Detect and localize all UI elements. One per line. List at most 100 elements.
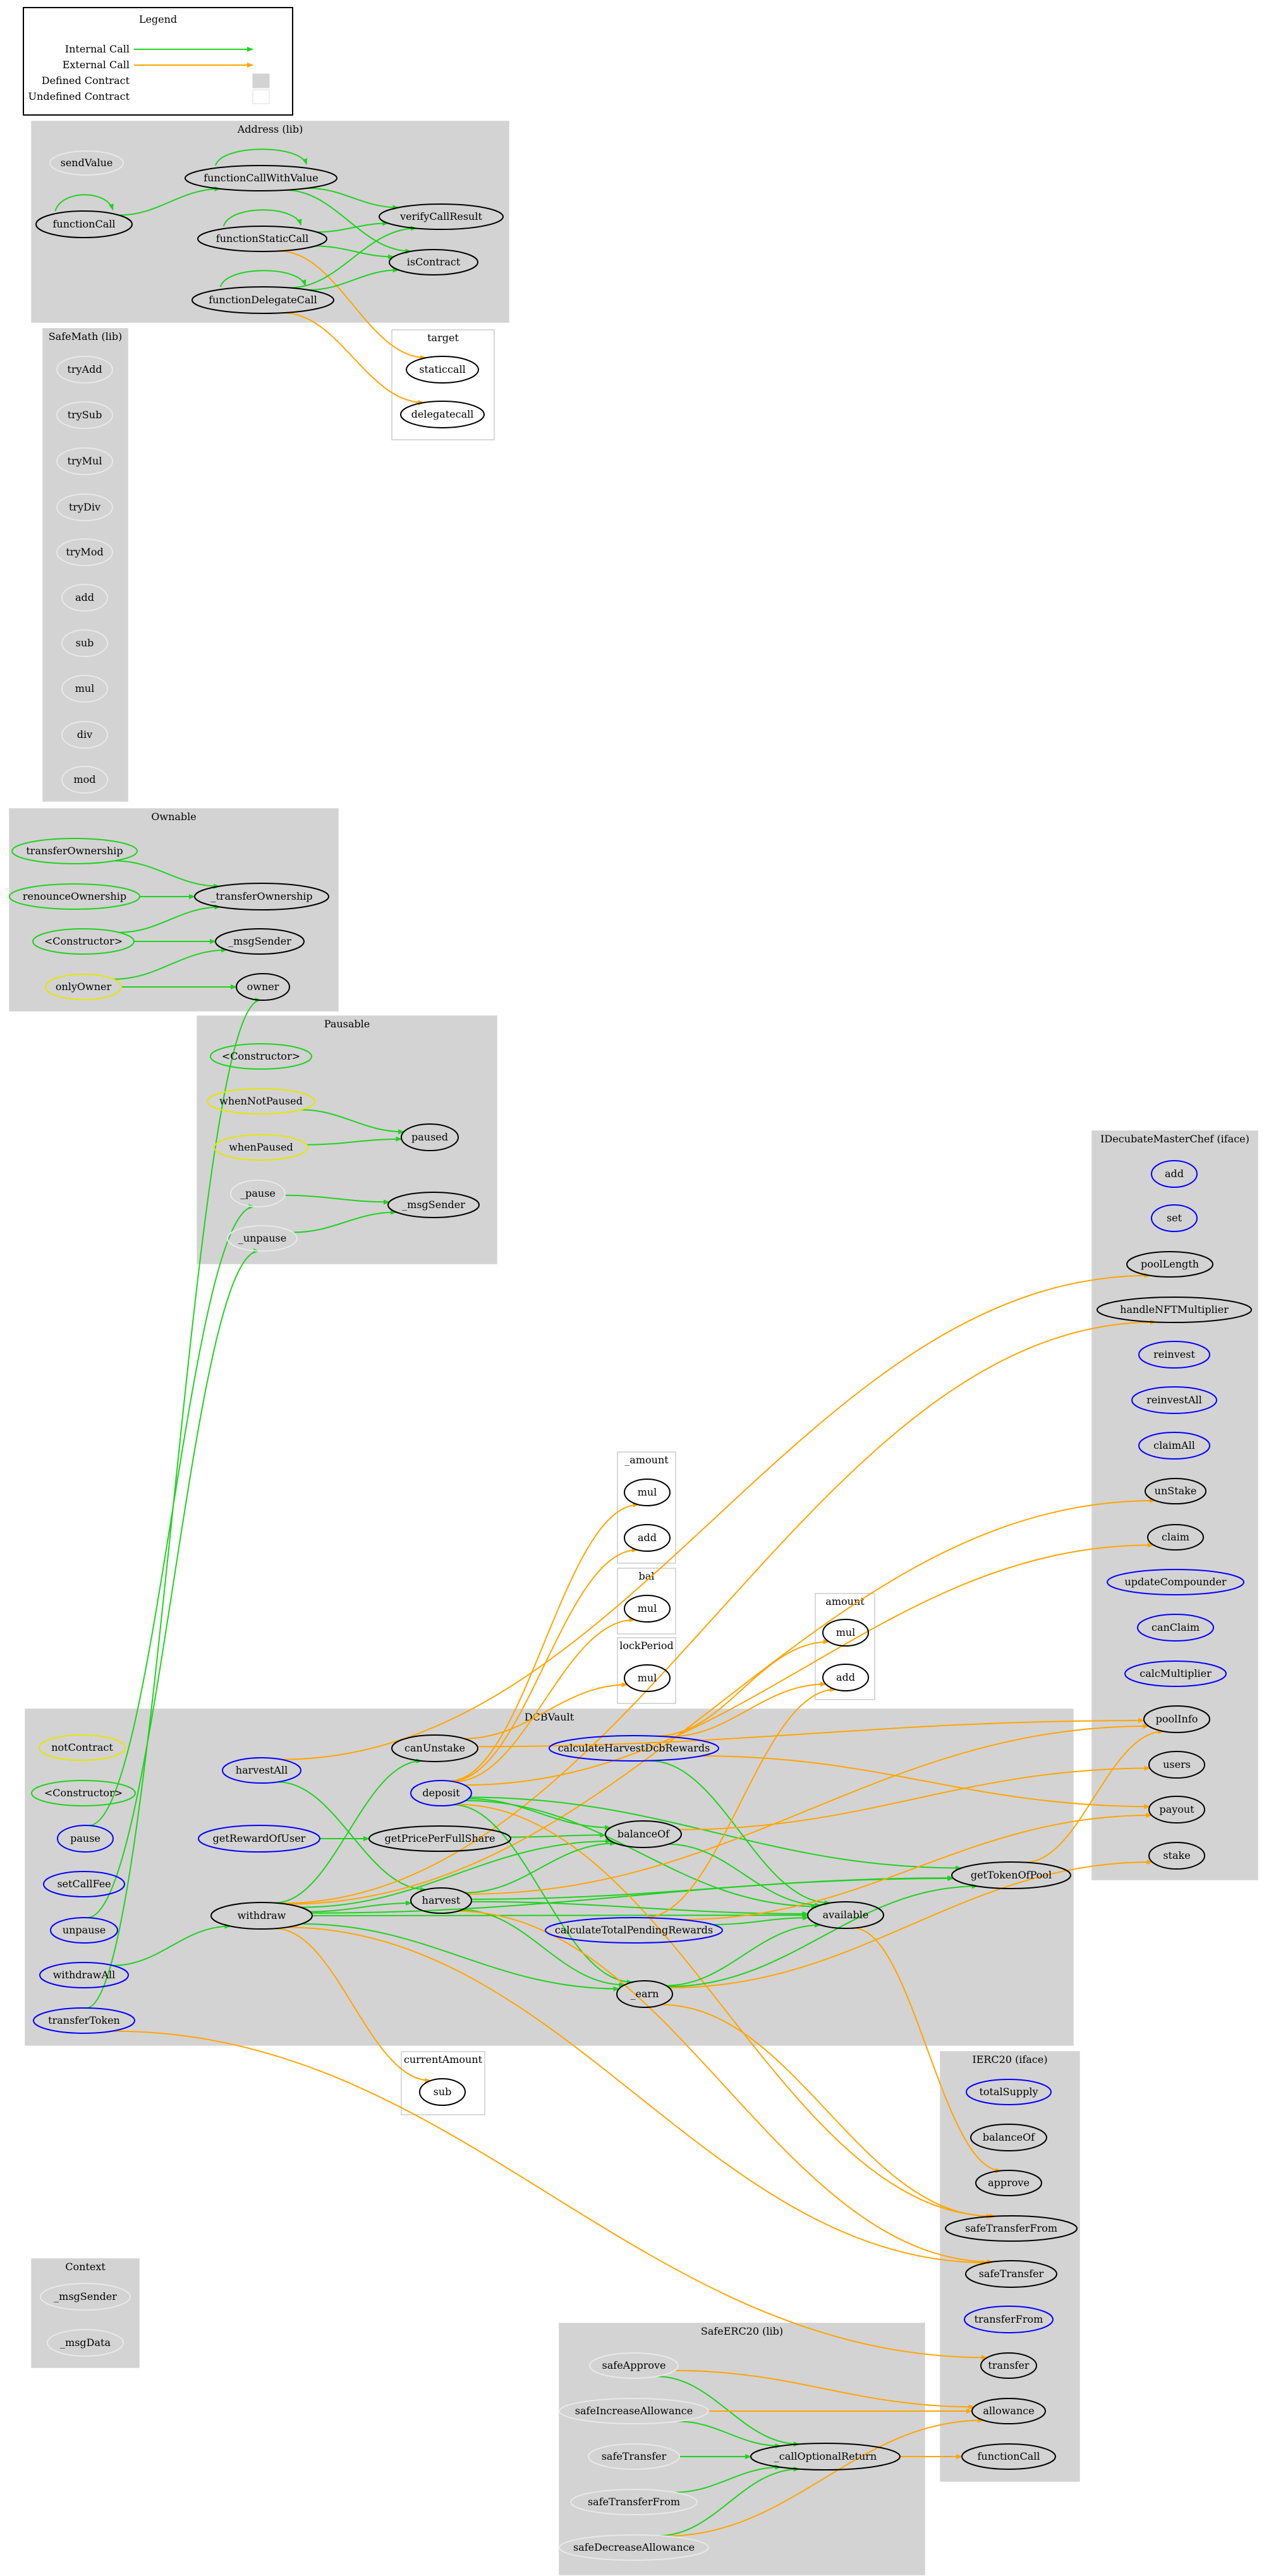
node-ellipse — [191, 286, 334, 314]
node-label: add — [836, 1671, 855, 1683]
node-sm_div: div — [61, 721, 108, 749]
node-ellipse — [1143, 1705, 1210, 1733]
node-ellipse — [210, 1902, 313, 1930]
node-o__transferOwnership: _transferOwnership — [194, 883, 329, 910]
node-label: notContract — [51, 1741, 113, 1753]
cluster-box — [1091, 1130, 1258, 1880]
node-label: calculateTotalPendingRewards — [555, 1924, 713, 1936]
node-m_canClaim: canClaim — [1137, 1614, 1214, 1642]
node-label: getTokenOfPool — [971, 1869, 1052, 1881]
node-ellipse — [61, 675, 108, 703]
edge-p__unpause-to-p__msgSender — [293, 1209, 398, 1233]
node-label: tryMod — [66, 546, 103, 558]
cluster-box — [401, 2051, 485, 2115]
node-sm_tryDiv: tryDiv — [56, 493, 113, 521]
node-label: <Constructor> — [44, 935, 123, 947]
node-ellipse — [1147, 1524, 1204, 1551]
node-label: <Constructor> — [222, 1050, 300, 1062]
node-ellipse — [61, 766, 108, 794]
edge-v_harvestAll-to-m_poolLength — [281, 1273, 1151, 1760]
edge-a_functionDelegateCall-to-a_functionDelegateCall — [219, 270, 307, 287]
node-label: whenNotPaused — [219, 1095, 303, 1107]
node-ellipse — [570, 2489, 698, 2515]
node-m_handleNFTMultiplier: handleNFTMultiplier — [1097, 1297, 1252, 1323]
node-label: <Constructor> — [44, 1787, 123, 1799]
node-ellipse — [964, 2306, 1054, 2333]
node-label: renounceOwnership — [23, 890, 126, 902]
node-s_safeApprove: safeApprove — [589, 2352, 679, 2379]
edge-v_harvestAll-to-v_harvest — [277, 1781, 427, 1892]
node-ellipse — [549, 1735, 719, 1762]
node-ellipse — [45, 974, 122, 1000]
edge-v_withdraw-to-ca_sub — [274, 1928, 432, 2083]
node-v_transferToken: transferToken — [33, 2007, 135, 2034]
node-label: set — [1167, 1212, 1182, 1224]
node-ellipse — [971, 2398, 1046, 2424]
node-label: mul — [638, 1602, 657, 1614]
node-ellipse — [616, 1980, 673, 2008]
node-ellipse — [1148, 1842, 1205, 1870]
node-label: safeDecreaseAllowance — [573, 2541, 695, 2553]
node-a_functionStaticCall: functionStaticCall — [197, 226, 327, 252]
node-label: calcMultiplier — [1139, 1667, 1212, 1679]
edge-o_onlyOwner-to-o__msgSender — [113, 947, 228, 980]
node-p_whenNotPaused: whenNotPaused — [207, 1088, 315, 1115]
node-e_transfer: transfer — [980, 2352, 1037, 2379]
node-sm_tryMul: tryMul — [56, 447, 113, 475]
cluster-box — [940, 2051, 1080, 2482]
node-o_transferOwnership: transferOwnership — [11, 838, 138, 864]
edge-p_whenPaused-to-p_paused — [307, 1136, 403, 1146]
node-label: withdraw — [238, 1909, 286, 1921]
node-a_functionCallWithValue: functionCallWithValue — [185, 165, 337, 191]
node-s__callOptionalReturn: _callOptionalReturn — [750, 2443, 901, 2470]
node-ellipse — [391, 1734, 478, 1762]
cluster-title: IERC20 (iface) — [972, 2053, 1047, 2065]
edge-s_safeIncreaseAllowance-to-s__callOptionalReturn — [677, 2421, 782, 2449]
cluster-box — [9, 808, 339, 1012]
node-ellipse — [39, 1734, 126, 1761]
node-ellipse — [951, 1861, 1071, 1889]
node-t_delegatecall: delegatecall — [400, 401, 485, 428]
edge-a_functionDelegateCall-to-a_isContract — [308, 267, 399, 291]
node-o_renounceOwnership: renounceOwnership — [9, 883, 140, 910]
node-s_safeTransferFrom: safeTransferFrom — [570, 2489, 698, 2515]
node-ellipse — [410, 1887, 472, 1914]
node-label: functionDelegateCall — [209, 294, 317, 306]
node-am_add: add — [624, 1524, 671, 1552]
node-ellipse — [31, 1780, 136, 1806]
node-label: delegatecall — [411, 408, 474, 420]
edge-a_functionCallWithValue-to-a_verifyCallResult — [307, 187, 399, 210]
edge-v__earn-to-e_safeTransferFrom — [661, 2004, 994, 2219]
node-label: unpause — [63, 1924, 106, 1936]
node-v_pause: pause — [57, 1825, 114, 1853]
node-ellipse — [387, 1192, 480, 1218]
edge-v_withdraw-to-e_safeTransfer — [286, 1926, 988, 2266]
node-o_onlyOwner: onlyOwner — [45, 974, 122, 1000]
edge-v_harvest-to-v_getTokenOfPool — [471, 1875, 954, 1900]
node-label: tryAdd — [67, 363, 102, 375]
node-ellipse — [61, 584, 108, 612]
node-label: reinvestAll — [1146, 1394, 1201, 1406]
node-m_unStake: unStake — [1145, 1478, 1206, 1504]
node-label: _msgSender — [54, 2290, 117, 2302]
edge-v_deposit-to-bal_mul — [454, 1617, 636, 1782]
node-ellipse — [807, 1901, 884, 1929]
node-v_withdraw: withdraw — [210, 1902, 313, 1930]
node-label: sub — [76, 637, 94, 649]
node-e_functionCall: functionCall — [961, 2443, 1056, 2470]
node-label: canUnstake — [404, 1742, 465, 1754]
node-ellipse — [43, 1871, 125, 1897]
node-ellipse — [1131, 1386, 1217, 1414]
node-v_notContract: notContract — [39, 1734, 126, 1761]
node-label: paused — [411, 1131, 448, 1143]
node-v_getRewardOfUser: getRewardOfUser — [198, 1825, 320, 1853]
node-label: _earn — [631, 1988, 659, 2000]
edge-v__earn-to-v_available — [665, 1922, 822, 1986]
node-m_claimAll: claimAll — [1138, 1432, 1210, 1460]
node-m_reinvest: reinvest — [1138, 1341, 1210, 1369]
node-ellipse — [966, 2079, 1052, 2105]
node-label: harvestAll — [236, 1764, 288, 1776]
cluster-title: SafeMath (lib) — [49, 330, 123, 342]
node-a_functionCall: functionCall — [35, 210, 133, 238]
